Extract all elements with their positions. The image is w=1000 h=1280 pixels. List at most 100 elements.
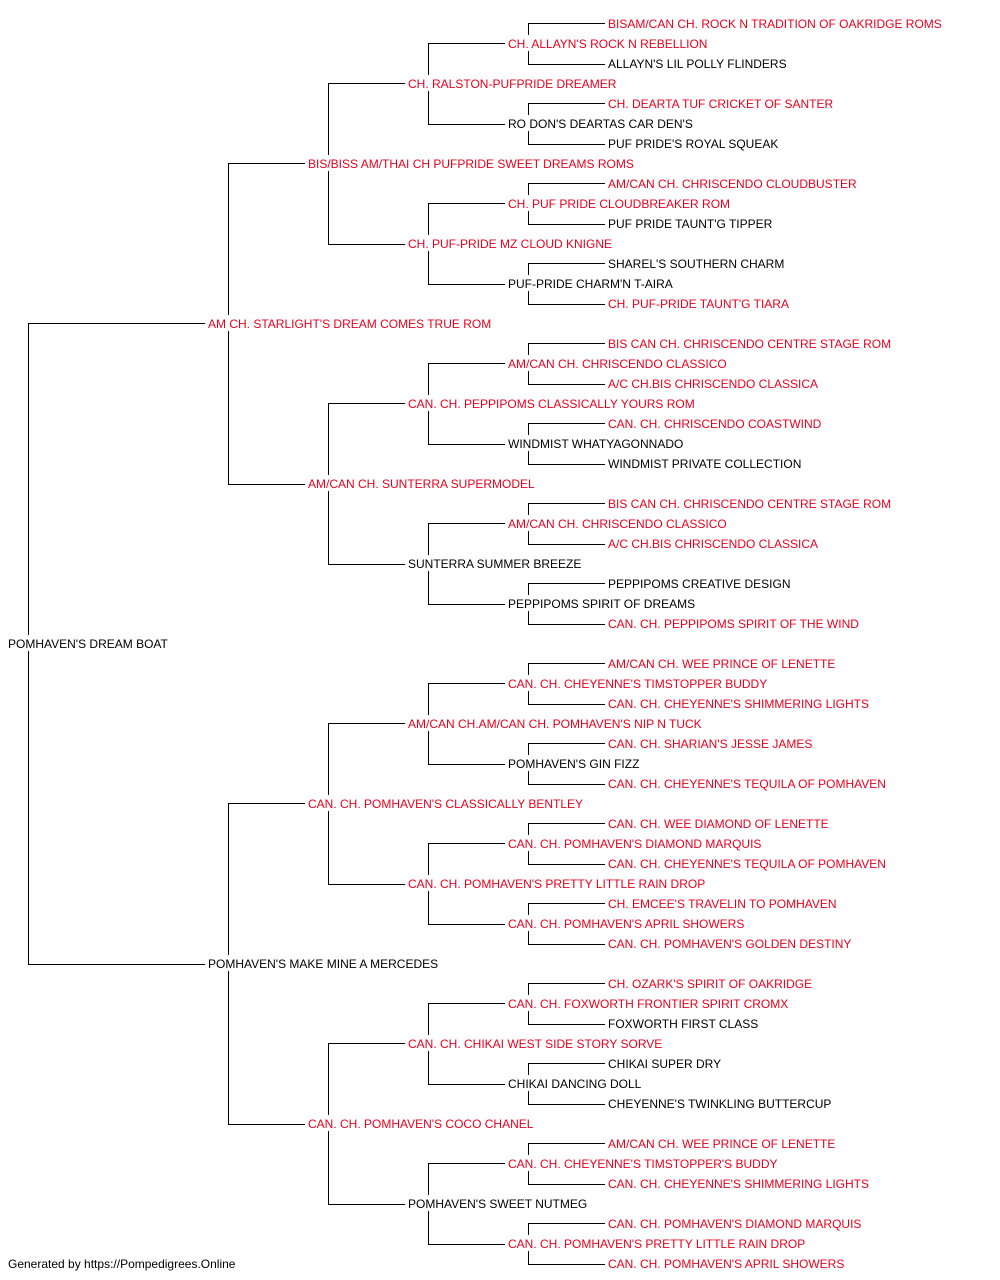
connector-line xyxy=(528,611,605,625)
pedigree-entry-gen2: AM/CAN CH. SUNTERRA SUPERMODEL xyxy=(308,477,535,491)
connector-line xyxy=(328,1131,405,1205)
pedigree-entry-gen4: CAN. CH. POMHAVEN'S APRIL SHOWERS xyxy=(508,917,745,931)
pedigree-entry-gen5: FOXWORTH FIRST CLASS xyxy=(608,1017,759,1031)
pedigree-entry-gen5: CH. OZARK'S SPIRIT OF OAKRIDGE xyxy=(608,977,813,991)
connector-line xyxy=(528,1143,605,1155)
pedigree-entry-gen4: PUF-PRIDE CHARM'N T-AIRA xyxy=(508,277,673,291)
pedigree-entry-gen4: CAN. CH. CHEYENNE'S TIMSTOPPER BUDDY xyxy=(508,677,768,691)
connector-line xyxy=(528,1171,605,1185)
connector-line xyxy=(528,903,605,915)
pedigree-entry-gen5: BIS CAN CH. CHRISCENDO CENTRE STAGE ROM xyxy=(608,497,892,511)
connector-line xyxy=(328,811,405,885)
pedigree-entry-gen5: CAN. CH. POMHAVEN'S GOLDEN DESTINY xyxy=(608,937,852,951)
connector-line xyxy=(528,211,605,225)
connector-line xyxy=(428,1163,505,1195)
connector-line xyxy=(528,183,605,195)
connector-line xyxy=(528,583,605,595)
pedigree-entry-gen5: CAN. CH. SHARIAN'S JESSE JAMES xyxy=(608,737,813,751)
connector-line xyxy=(428,363,505,395)
connector-line xyxy=(28,651,205,965)
pedigree-entry-gen4: RO DON'S DEARTAS CAR DEN'S xyxy=(508,117,693,131)
pedigree-entry-gen3: AM/CAN CH.AM/CAN CH. POMHAVEN'S NIP N TU… xyxy=(408,717,702,731)
connector-line xyxy=(528,1063,605,1075)
connector-line xyxy=(528,1223,605,1235)
footer-credit: Generated by https://Pompedigrees.Online xyxy=(8,1257,236,1271)
connector-line xyxy=(528,51,605,65)
connector-line xyxy=(528,983,605,995)
connector-line xyxy=(428,1003,505,1035)
connector-line xyxy=(528,931,605,945)
connector-line xyxy=(528,423,605,435)
pedigree-entry-gen4: PEPPIPOMS SPIRIT OF DREAMS xyxy=(508,597,696,611)
connector-line xyxy=(428,411,505,445)
connector-line xyxy=(528,503,605,515)
pedigree-entry-gen4: AM/CAN CH. CHRISCENDO CLASSICO xyxy=(508,357,727,371)
connector-line xyxy=(528,771,605,785)
pedigree-entry-gen3: CH. RALSTON-PUFPRIDE DREAMER xyxy=(408,77,617,91)
connector-line xyxy=(428,843,505,875)
connector-line xyxy=(428,1211,505,1245)
connector-line xyxy=(428,251,505,285)
connector-line xyxy=(528,343,605,355)
connector-line xyxy=(528,851,605,865)
pedigree-entry-gen5: SHAREL'S SOUTHERN CHARM xyxy=(608,257,785,271)
connector-line xyxy=(528,663,605,675)
connector-line xyxy=(428,683,505,715)
connector-line xyxy=(428,1051,505,1085)
pedigree-entry-gen4: AM/CAN CH. CHRISCENDO CLASSICO xyxy=(508,517,727,531)
connector-line xyxy=(528,23,605,35)
pedigree-entry-gen5: CAN. CH. CHEYENNE'S SHIMMERING LIGHTS xyxy=(608,697,869,711)
pedigree-entry-gen2: CAN. CH. POMHAVEN'S CLASSICALLY BENTLEY xyxy=(308,797,584,811)
pedigree-entry-gen5: CAN. CH. WEE DIAMOND OF LENETTE xyxy=(608,817,829,831)
pedigree-entry-gen4: CAN. CH. POMHAVEN'S PRETTY LITTLE RAIN D… xyxy=(508,1237,806,1251)
connector-line xyxy=(428,43,505,75)
connector-line xyxy=(328,83,405,155)
pedigree-entry-gen5: CAN. CH. CHEYENNE'S TEQUILA OF POMHAVEN xyxy=(608,777,886,791)
pedigree-entry-gen5: PEPPIPOMS CREATIVE DESIGN xyxy=(608,577,791,591)
pedigree-entry-gen5: CHEYENNE'S TWINKLING BUTTERCUP xyxy=(608,1097,832,1111)
pedigree-entry-gen5: CH. DEARTA TUF CRICKET OF SANTER xyxy=(608,97,834,111)
connector-line xyxy=(328,403,405,475)
pedigree-entry-gen5: ALLAYN'S LIL POLLY FLINDERS xyxy=(608,57,787,71)
connector-line xyxy=(228,163,305,315)
pedigree-entry-gen5: PUF PRIDE'S ROYAL SQUEAK xyxy=(608,137,779,151)
connector-line xyxy=(428,523,505,555)
pedigree-entry-gen3: SUNTERRA SUMMER BREEZE xyxy=(408,557,582,571)
connector-line xyxy=(528,1091,605,1105)
pedigree-entry-gen3: CAN. CH. PEPPIPOMS CLASSICALLY YOURS ROM xyxy=(408,397,695,411)
pedigree-entry-gen4: CAN. CH. FOXWORTH FRONTIER SPIRIT CROMX xyxy=(508,997,789,1011)
pedigree-entry-gen5: BIS CAN CH. CHRISCENDO CENTRE STAGE ROM xyxy=(608,337,892,351)
connector-line xyxy=(428,731,505,765)
pedigree-entry-gen5: CH. EMCEE'S TRAVELIN TO POMHAVEN xyxy=(608,897,837,911)
pedigree-entry-gen5: WINDMIST PRIVATE COLLECTION xyxy=(608,457,802,471)
connector-line xyxy=(228,803,305,955)
pedigree-entry-gen2: BIS/BISS AM/THAI CH PUFPRIDE SWEET DREAM… xyxy=(308,157,634,171)
connector-line xyxy=(228,331,305,485)
connector-line xyxy=(28,323,205,635)
connector-line xyxy=(528,1011,605,1025)
pedigree-entry-gen5: CAN. CH. POMHAVEN'S DIAMOND MARQUIS xyxy=(608,1217,862,1231)
connector-line xyxy=(528,451,605,465)
pedigree-entry-gen5: CAN. CH. POMHAVEN'S APRIL SHOWERS xyxy=(608,1257,845,1271)
pedigree-entry-gen4: POMHAVEN'S GIN FIZZ xyxy=(508,757,640,771)
pedigree-entry-gen1: AM CH. STARLIGHT'S DREAM COMES TRUE ROM xyxy=(208,317,492,331)
connector-line xyxy=(528,371,605,385)
pedigree-entry-gen4: WINDMIST WHATYAGONNADO xyxy=(508,437,684,451)
pedigree-entry-gen5: CAN. CH. CHEYENNE'S SHIMMERING LIGHTS xyxy=(608,1177,869,1191)
pedigree-entry-gen5: CH. PUF-PRIDE TAUNT'G TIARA xyxy=(608,297,789,311)
connector-line xyxy=(328,723,405,795)
pedigree-entry-gen5: CAN. CH. CHEYENNE'S TEQUILA OF POMHAVEN xyxy=(608,857,886,871)
connector-line xyxy=(528,291,605,305)
connector-line xyxy=(428,203,505,235)
pedigree-entry-gen5: A/C CH.BIS CHRISCENDO CLASSICA xyxy=(608,377,819,391)
pedigree-entry-gen4: CAN. CH. POMHAVEN'S DIAMOND MARQUIS xyxy=(508,837,762,851)
connector-line xyxy=(228,971,305,1125)
pedigree-entry-gen3: CAN. CH. CHIKAI WEST SIDE STORY SORVE xyxy=(408,1037,663,1051)
connector-line xyxy=(428,891,505,925)
connector-line xyxy=(528,1251,605,1265)
connector-line xyxy=(528,103,605,115)
pedigree-entry-gen5: CAN. CH. CHRISCENDO COASTWIND xyxy=(608,417,822,431)
connector-line xyxy=(528,531,605,545)
